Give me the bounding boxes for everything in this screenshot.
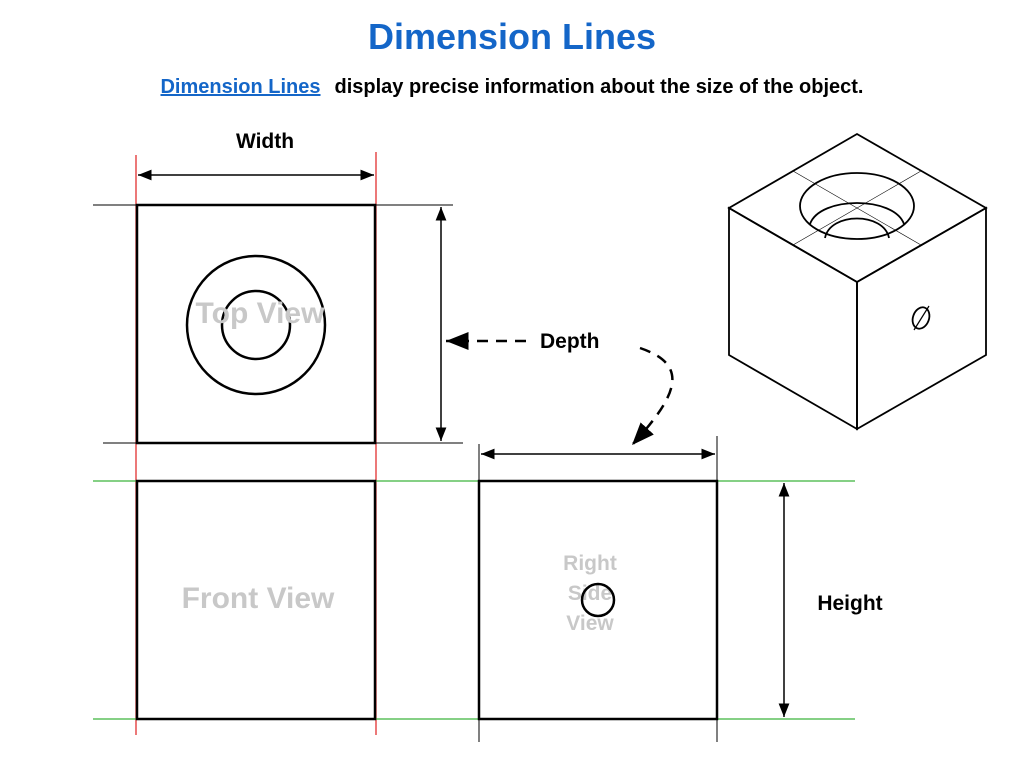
right-side-view-label-line1: Right: [563, 552, 617, 575]
subtitle-text: display precise information about the si…: [334, 76, 864, 98]
right-side-view-label-line3: View: [566, 612, 614, 635]
cube-side-hole-mark: [913, 305, 930, 331]
cube-left-face: [728, 206, 858, 431]
top-view-inner-circle: [220, 289, 292, 361]
dimension-lines-link[interactable]: Dimension Lines: [160, 76, 321, 98]
depth-label: Depth: [540, 330, 600, 353]
cube-counterbore-outer: [799, 172, 915, 240]
page-title: Dimension Lines: [367, 16, 657, 57]
front-view-box: [135, 479, 377, 721]
isometric-cube: [727, 132, 988, 431]
cube-counterbore-inner: [824, 217, 890, 239]
right-side-view-hole: [580, 582, 616, 618]
top-view-label: Top View: [196, 297, 326, 330]
cube-counterbore-step: [809, 202, 905, 225]
subtitle: Dimension Lines display precise informati…: [0, 76, 1024, 99]
top-view-box: [135, 203, 377, 445]
cube-side-hole: [911, 306, 931, 330]
depth-curved-leader-dashed: [631, 346, 674, 446]
width-label: Width: [236, 130, 294, 153]
right-side-view-label-line2: Side: [568, 582, 612, 605]
top-view-outer-circle: [185, 254, 327, 396]
height-label: Height: [817, 592, 882, 615]
front-view-label: Front View: [182, 582, 335, 615]
cube-right-face: [856, 206, 987, 431]
right-side-view-box: [477, 479, 719, 721]
